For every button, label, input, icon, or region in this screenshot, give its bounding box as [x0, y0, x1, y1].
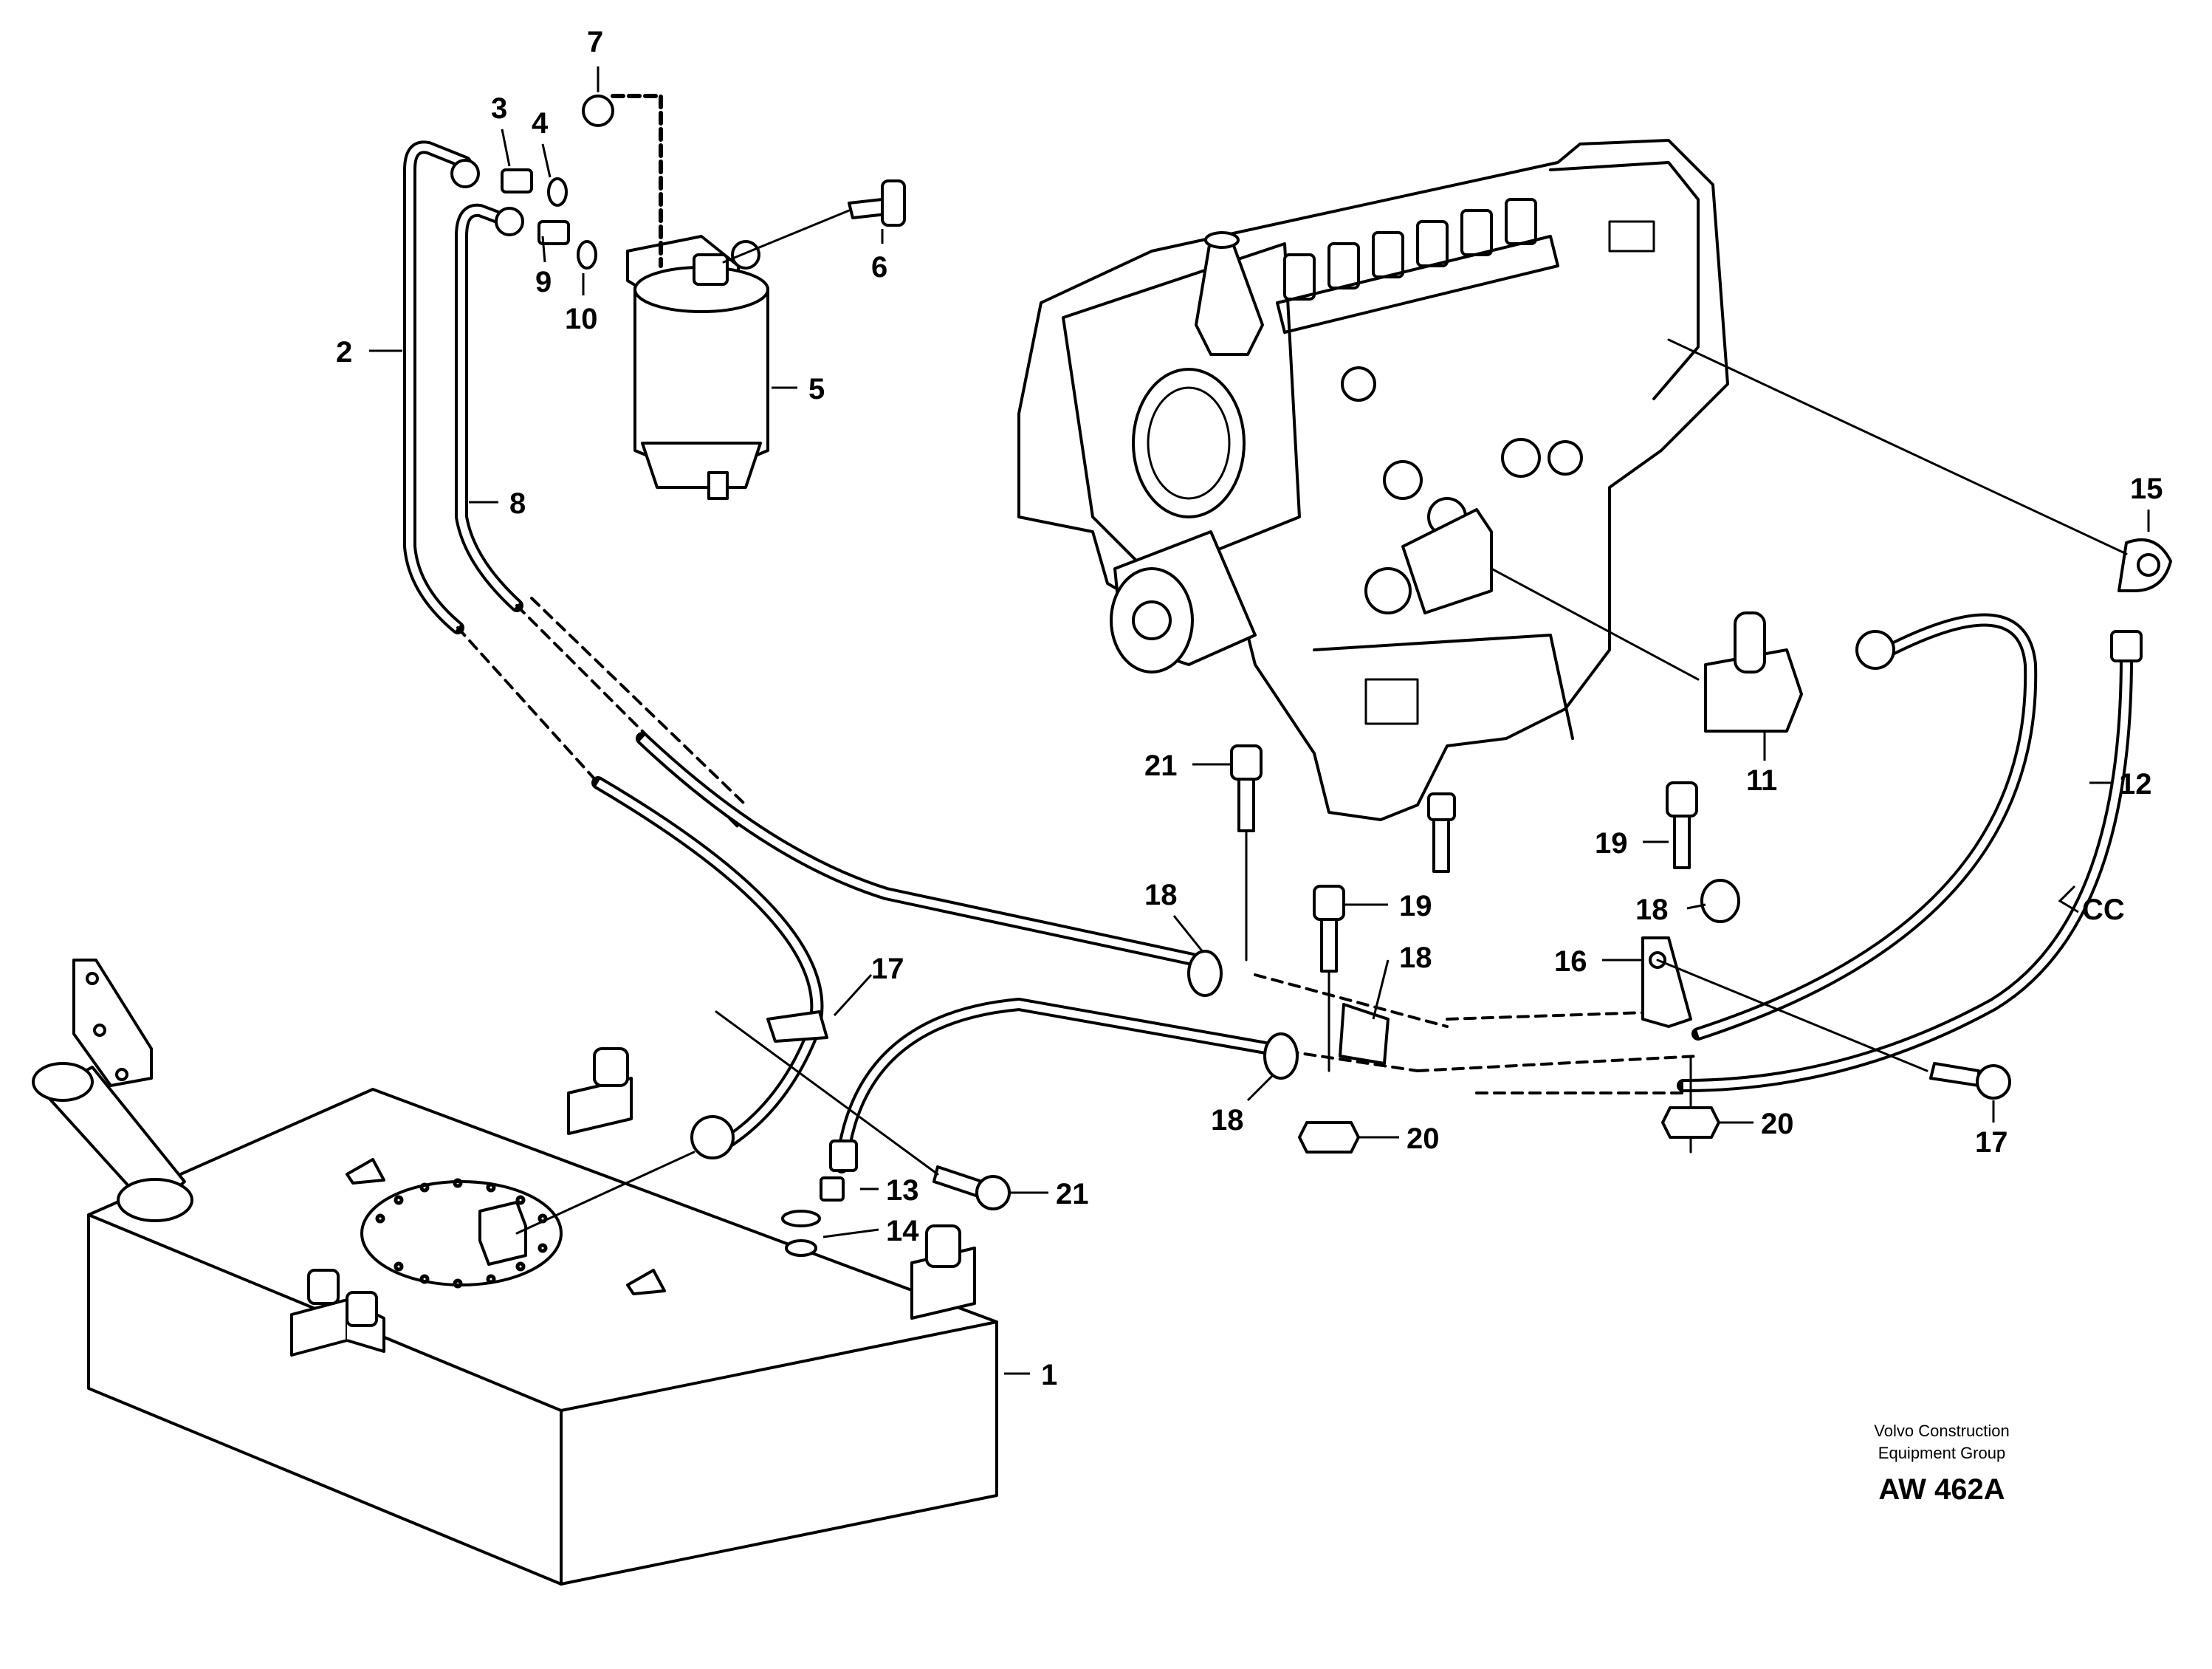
callout-17-left: 17 — [871, 953, 904, 985]
fuel-lines — [403, 140, 2133, 1173]
fuel-tank — [32, 959, 998, 1586]
callout-8: 8 — [509, 487, 526, 520]
callout-4: 4 — [532, 107, 549, 140]
callout-cc: CC — [2082, 894, 2125, 926]
callout-9: 9 — [535, 266, 552, 298]
callout-15: 15 — [2130, 473, 2163, 505]
callout-20-a: 20 — [1406, 1123, 1440, 1155]
callout-19-a: 19 — [1399, 890, 1432, 922]
callout-5: 5 — [808, 373, 825, 405]
callout-18-a: 18 — [1144, 879, 1178, 911]
callout-14: 14 — [886, 1215, 919, 1247]
callout-11: 11 — [1746, 764, 1777, 797]
callout-7: 7 — [587, 26, 603, 58]
callout-18-d: 18 — [1211, 1104, 1244, 1137]
callout-3: 3 — [491, 92, 507, 125]
callout-2: 2 — [336, 336, 352, 369]
diagram-caption: Volvo Construction Equipment Group AW 46… — [1874, 1422, 2009, 1506]
callout-20-b: 20 — [1761, 1108, 1794, 1140]
caption-group: Equipment Group — [1878, 1444, 2005, 1462]
caption-company: Volvo Construction — [1874, 1422, 2009, 1440]
callout-21-a: 21 — [1144, 750, 1178, 782]
callout-1: 1 — [1041, 1359, 1057, 1391]
callout-19-b: 19 — [1595, 827, 1628, 860]
callout-labels: 1 2 3 4 5 6 7 8 9 10 11 12 13 14 15 16 1… — [336, 26, 2163, 1391]
injection-pump — [1017, 139, 1729, 821]
callout-13: 13 — [886, 1174, 919, 1207]
callout-17-right: 17 — [1975, 1126, 2008, 1159]
callout-leaders — [369, 66, 2150, 1375]
callout-16: 16 — [1554, 945, 1587, 978]
callout-12: 12 — [2119, 768, 2152, 801]
caption-code: AW 462A — [1878, 1473, 2005, 1506]
callout-10: 10 — [565, 303, 598, 335]
callout-18-c: 18 — [1635, 894, 1669, 926]
fuel-filter — [626, 235, 769, 500]
callout-18-b: 18 — [1399, 942, 1432, 974]
callout-6: 6 — [871, 251, 887, 284]
fittings-and-fasteners — [450, 94, 2172, 1257]
callout-21-b: 21 — [1056, 1178, 1089, 1210]
